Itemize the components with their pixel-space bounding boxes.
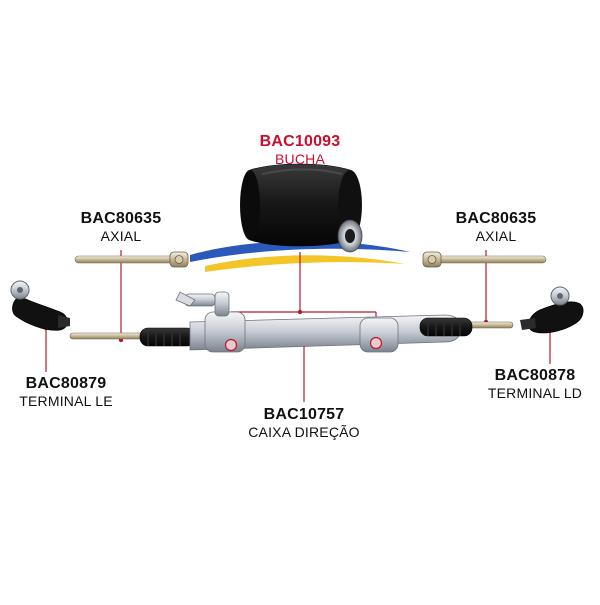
caixa-code: BAC10757 [264,406,345,423]
axial-rod-left [74,251,189,268]
bucha-name: BUCHA [275,151,325,167]
terminal-right-name: TERMINAL LD [488,385,582,401]
terminal-left-name: TERMINAL LE [19,393,112,409]
bushing-icon [240,163,363,253]
callout-dot-bucha [297,309,303,315]
bucha-code: BAC10093 [260,133,341,150]
axial-right-code: BAC80635 [456,210,537,227]
axial-left-code: BAC80635 [81,210,162,227]
axial-left-name: AXIAL [101,228,142,244]
steering-rack-icon [69,291,514,353]
terminal-right-code: BAC80878 [495,367,576,384]
caixa-name: CAIXA DIREÇÃO [248,424,360,440]
terminal-left-code: BAC80879 [26,375,107,392]
axial-right-name: AXIAL [476,228,517,244]
tie-rod-end-left [10,280,70,331]
logo-swoosh-yellow [205,255,405,272]
axial-rod-right [422,251,547,268]
labels: BAC10093 BUCHA BAC80635 AXIAL BAC80635 A… [19,133,582,440]
right-boot [419,317,473,337]
left-boot [139,327,196,347]
tie-rod-end-right [520,286,584,334]
